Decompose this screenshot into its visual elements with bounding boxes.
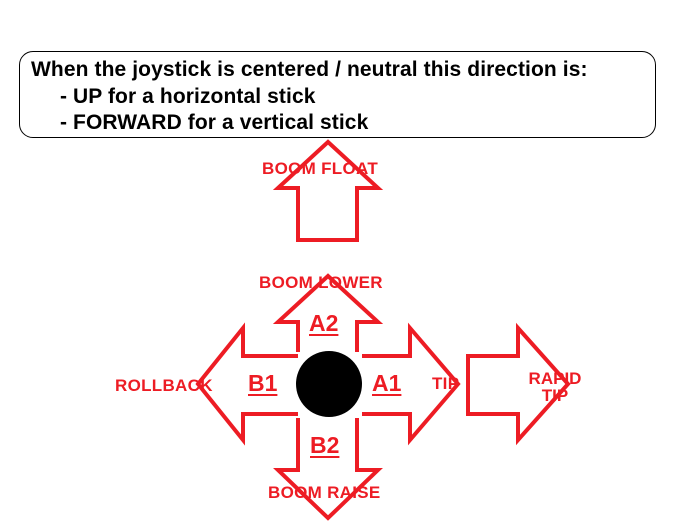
rapid-tip-label-line2: TIP [541, 386, 569, 405]
rollback-arrow [195, 322, 298, 446]
rapid-tip-label: RAPID TIP [515, 370, 595, 404]
tip-label: TIP [432, 374, 460, 393]
boom-float-arrow [272, 139, 384, 242]
code-b2: B2 [310, 432, 340, 458]
joystick-knob [296, 351, 362, 417]
boom-lower-label: BOOM LOWER [259, 273, 383, 292]
code-b1: B1 [248, 370, 278, 396]
code-a2: A2 [309, 310, 339, 336]
rapid-tip-label-line1: RAPID [528, 369, 582, 388]
tip-arrow [362, 322, 461, 446]
code-a1: A1 [372, 370, 402, 396]
rapid-tip-arrow [466, 322, 571, 446]
boom-raise-arrow [273, 418, 383, 521]
boom-raise-label: BOOM RAISE [268, 483, 381, 502]
instruction-line-vertical: - FORWARD for a vertical stick [60, 111, 369, 134]
boom-float-label: BOOM FLOAT [262, 159, 378, 178]
instruction-box [19, 51, 656, 138]
rollback-label: ROLLBACK [115, 376, 213, 395]
instruction-title: When the joystick is centered / neutral … [31, 58, 588, 81]
instruction-line-horizontal: - UP for a horizontal stick [60, 85, 316, 108]
boom-lower-arrow [272, 273, 384, 352]
